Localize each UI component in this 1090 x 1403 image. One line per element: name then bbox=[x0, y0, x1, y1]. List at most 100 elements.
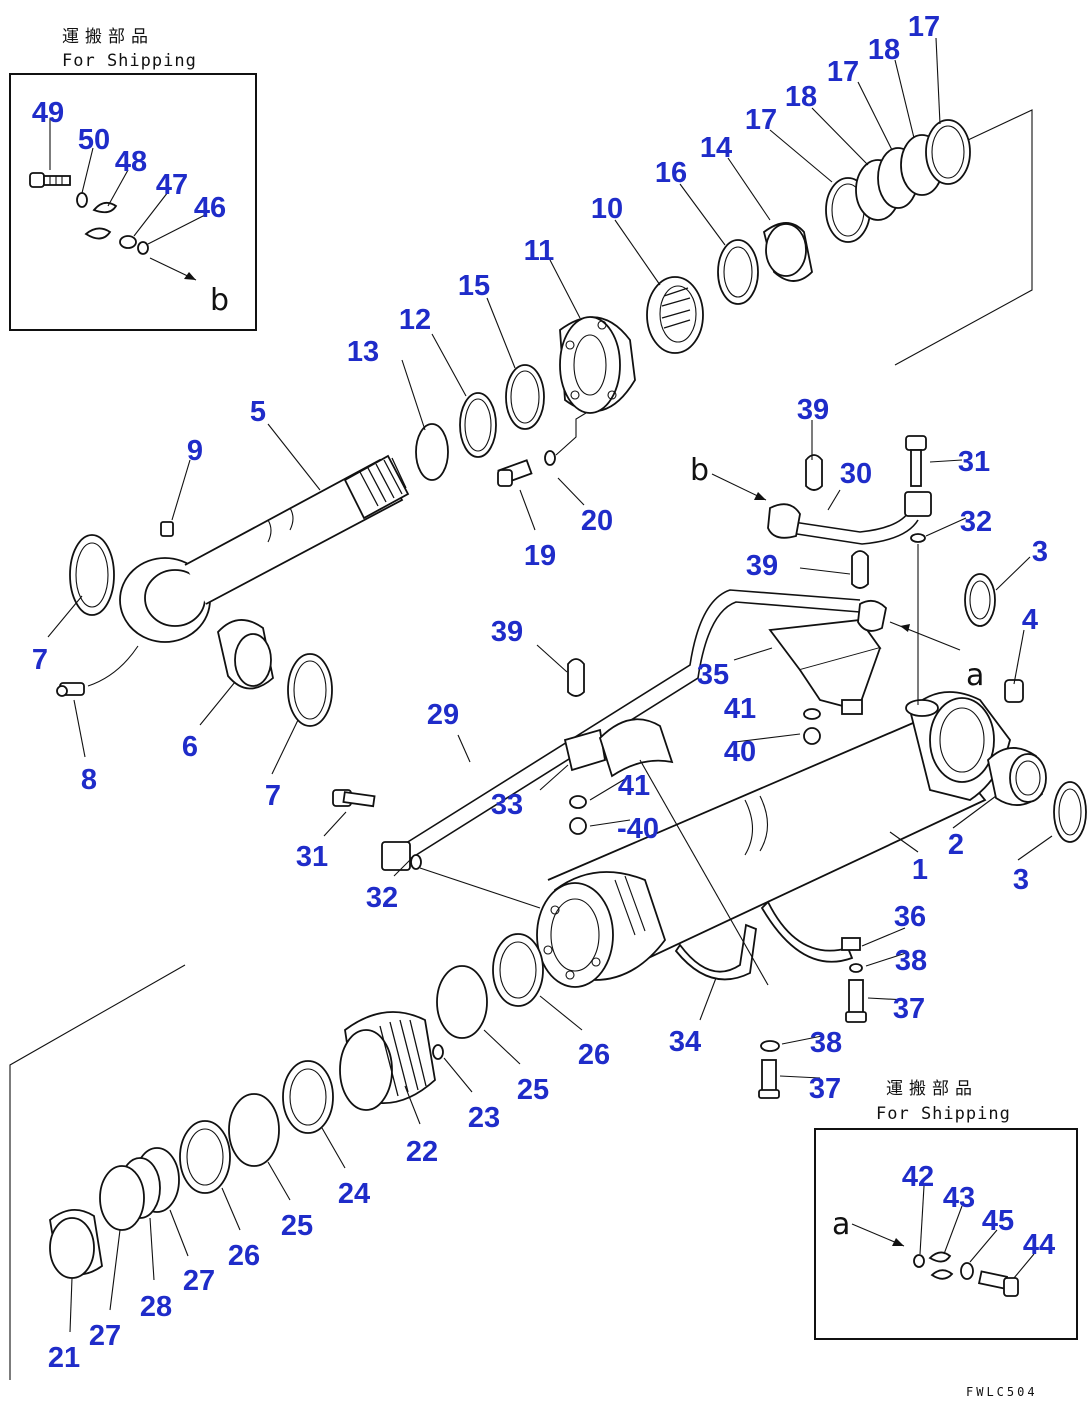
callout-c22: 22 bbox=[406, 1136, 438, 1168]
washer-20 bbox=[544, 450, 556, 466]
callout-c8: 8 bbox=[81, 764, 97, 796]
callout-c34: 34 bbox=[669, 1026, 701, 1058]
seal-24 bbox=[282, 1060, 334, 1134]
washer-47 bbox=[119, 235, 137, 249]
callout-c3a: 3 bbox=[1032, 536, 1048, 568]
clamp-39-top bbox=[805, 454, 823, 491]
clamp-39-left bbox=[567, 658, 585, 697]
callout-c48: 48 bbox=[115, 146, 147, 178]
ref-label-a-inset: a bbox=[832, 1207, 850, 1242]
callout-c16: 16 bbox=[655, 157, 687, 189]
callout-c13: 13 bbox=[347, 336, 379, 368]
rod-thread bbox=[343, 454, 410, 520]
clamp-39-mid bbox=[851, 550, 869, 589]
callout-c18a: 18 bbox=[868, 34, 900, 66]
grease-fitting-9 bbox=[160, 521, 174, 537]
callout-c26a: 26 bbox=[578, 1039, 610, 1071]
callout-c37b: 37 bbox=[809, 1073, 841, 1105]
callout-c27a: 27 bbox=[183, 1265, 215, 1297]
washer-41-lower bbox=[569, 795, 587, 809]
shipping-box-top bbox=[9, 73, 257, 331]
callout-c17b: 17 bbox=[827, 56, 859, 88]
dust-seal-7-right bbox=[287, 653, 333, 727]
callout-c20: 20 bbox=[581, 505, 613, 537]
block-31-lower bbox=[381, 841, 411, 871]
callout-c14: 14 bbox=[700, 132, 732, 164]
callout-c36: 36 bbox=[894, 901, 926, 933]
ref-label-a-main: a bbox=[966, 658, 984, 693]
callout-c11: 11 bbox=[524, 235, 555, 267]
washer-45 bbox=[960, 1262, 974, 1280]
shipping-inset-bottom: 運搬部品 For Shipping a bbox=[814, 1079, 1078, 1340]
seal-26-b bbox=[179, 1120, 231, 1194]
callout-c31a: 31 bbox=[958, 446, 990, 478]
block-flange-39 bbox=[857, 599, 887, 632]
clamp-43 bbox=[928, 1251, 954, 1280]
bracket-35 bbox=[768, 619, 882, 715]
callout-c39c: 39 bbox=[491, 616, 523, 648]
callout-c25b: 25 bbox=[281, 1210, 313, 1242]
oring-32-upper bbox=[910, 533, 926, 543]
bushing-14 bbox=[762, 222, 813, 282]
callout-c9: 9 bbox=[187, 435, 203, 467]
callout-c3b: 3 bbox=[1013, 864, 1029, 896]
drawing-code: FWLC504 bbox=[966, 1385, 1038, 1399]
callout-c18b: 18 bbox=[785, 81, 817, 113]
callout-c41a: 41 bbox=[724, 693, 756, 725]
ref-label-b-main: b bbox=[690, 453, 709, 488]
piston-seals-upper bbox=[401, 37, 1033, 531]
bushing-2 bbox=[987, 747, 1047, 806]
washer-38-upper bbox=[849, 963, 863, 973]
oring-42 bbox=[913, 1254, 925, 1268]
callout-c12: 12 bbox=[399, 304, 431, 336]
callout-c31b: 31 bbox=[296, 841, 328, 873]
nut-40-upper bbox=[803, 727, 821, 745]
callout-c24: 24 bbox=[338, 1178, 370, 1210]
grease-fitting-4 bbox=[1004, 679, 1024, 703]
oring-32-lower bbox=[410, 854, 422, 870]
bolt-37-upper bbox=[845, 979, 867, 1023]
callout-c19: 19 bbox=[524, 540, 556, 572]
callout-c10: 10 bbox=[591, 193, 623, 225]
callout-c23: 23 bbox=[468, 1102, 500, 1134]
nut-40-lower bbox=[569, 817, 587, 835]
callout-c38a: 38 bbox=[895, 945, 927, 977]
callout-c15: 15 bbox=[458, 270, 490, 302]
ring-25-a bbox=[436, 965, 488, 1039]
clamp-end-36 bbox=[841, 937, 861, 951]
callout-c17c: 17 bbox=[745, 104, 777, 136]
piston-seals-lower bbox=[49, 933, 583, 1333]
seal-16 bbox=[717, 239, 759, 305]
callout-c5: 5 bbox=[250, 396, 266, 428]
callout-c49: 49 bbox=[32, 97, 64, 129]
bolt-37-lower bbox=[758, 1059, 780, 1099]
callout-c33: 33 bbox=[491, 789, 523, 821]
bolt-49 bbox=[29, 172, 71, 188]
callout-c42: 42 bbox=[902, 1161, 934, 1193]
callout-c32a: 32 bbox=[960, 506, 992, 538]
callout-c43: 43 bbox=[943, 1182, 975, 1214]
callout-c28: 28 bbox=[140, 1291, 172, 1323]
ring-25-b bbox=[228, 1093, 280, 1167]
dust-seal-7-left bbox=[69, 534, 115, 616]
ring-12 bbox=[459, 392, 497, 458]
callout-c40b: -40 bbox=[617, 813, 659, 845]
bushing-6 bbox=[217, 619, 274, 690]
shipping-en-label-top: For Shipping bbox=[62, 51, 197, 71]
callout-c46: 46 bbox=[194, 192, 226, 224]
callout-c25a: 25 bbox=[517, 1074, 549, 1106]
callout-numbers: 4950484746171817181714161011151213593931… bbox=[32, 11, 1055, 1374]
callout-c50: 50 bbox=[78, 124, 110, 156]
callout-c2: 2 bbox=[948, 829, 964, 861]
seal-10 bbox=[646, 276, 704, 354]
bracket-33 bbox=[563, 718, 674, 778]
callout-c30: 30 bbox=[840, 458, 872, 490]
washer-38-lower bbox=[760, 1040, 780, 1052]
shipping-en-label-bottom: For Shipping bbox=[876, 1104, 1011, 1124]
callout-c39b: 39 bbox=[746, 550, 778, 582]
callout-c7b: 7 bbox=[265, 780, 281, 812]
cylinder-front-flange bbox=[536, 871, 667, 988]
callout-c21: 21 bbox=[48, 1342, 80, 1374]
shipping-jp-label-bottom: 運搬部品 bbox=[886, 1079, 978, 1099]
callout-c17a: 17 bbox=[908, 11, 940, 43]
